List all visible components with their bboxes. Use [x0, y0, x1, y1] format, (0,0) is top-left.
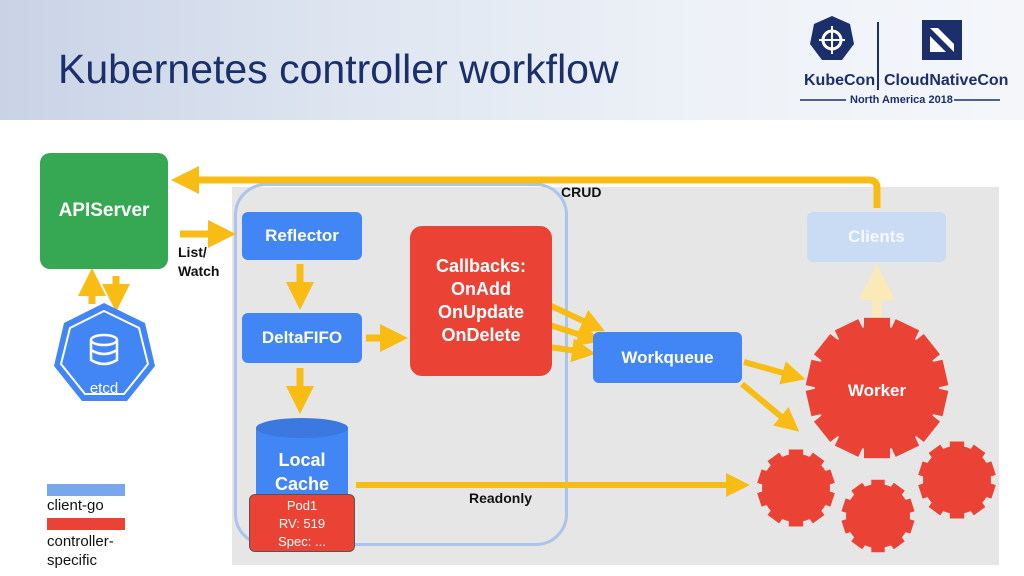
worker-label: Worker [847, 381, 907, 400]
readonly-label: Readonly [469, 490, 533, 506]
local-cache-label: Local Cache [256, 448, 348, 496]
list-watch-label: List/ Watch [178, 243, 219, 281]
pod-spec: Spec: ... [278, 534, 326, 549]
worker-gear-3 [841, 479, 915, 553]
legend-controller-line-2: specific [47, 552, 98, 569]
event-text: North America 2018 [850, 94, 953, 106]
pod-resource-version: RV: 519 [278, 516, 326, 531]
callback-ondelete: OnDelete [441, 325, 521, 345]
workqueue-to-workers-arrow [740, 381, 800, 432]
legend-controller-specific-swatch [47, 518, 125, 530]
worker-gear-main [805, 317, 949, 459]
logo-graphic [800, 16, 1000, 101]
pod-object: Pod1 RV: 519 Spec: ... [249, 494, 355, 552]
workqueue-node: Workqueue [593, 332, 742, 383]
local-cache-line-2: Cache [274, 474, 330, 494]
pod-name: Pod1 [286, 498, 318, 513]
kubecon-logo: KubeCon CloudNativeCon North America 201… [790, 8, 1010, 112]
legend-controller-line-1: controller- [47, 533, 114, 550]
deltafifo-node: DeltaFIFO [242, 313, 362, 363]
page-title: Kubernetes controller workflow [58, 46, 619, 92]
list-watch-line-2: Watch [178, 263, 220, 279]
header-banner: Kubernetes controller workflow KubeCon C… [0, 0, 1024, 120]
callbacks-node: Callbacks: OnAdd OnUpdate OnDelete [410, 226, 552, 376]
list-watch-line-1: List/ [178, 244, 207, 260]
legend-controller-specific-label: controller- specific [47, 532, 114, 570]
crud-arrow [171, 166, 881, 208]
worker-gear-2 [757, 449, 835, 527]
etcd-icon [54, 303, 155, 401]
callback-onupdate: OnUpdate [437, 302, 524, 322]
kubecon-text: KubeCon [804, 72, 876, 89]
clients-node: Clients [807, 212, 946, 262]
apiserver-node: APIServer [40, 153, 168, 269]
cloudnativecon-text: CloudNativeCon [884, 72, 1009, 89]
reflector-node: Reflector [242, 212, 362, 260]
legend-client-go-swatch [47, 484, 125, 496]
callback-onadd: OnAdd [451, 279, 511, 299]
workqueue-to-worker-arrow [743, 359, 806, 385]
etcd-label: etcd [89, 380, 119, 397]
client-go-region [234, 183, 568, 546]
legend-client-go-label: client-go [47, 497, 104, 514]
crud-label: CRUD [561, 184, 602, 200]
callbacks-title: Callbacks: [435, 256, 527, 276]
worker-gear-4 [918, 441, 996, 519]
local-cache-line-1: Local [278, 450, 326, 470]
